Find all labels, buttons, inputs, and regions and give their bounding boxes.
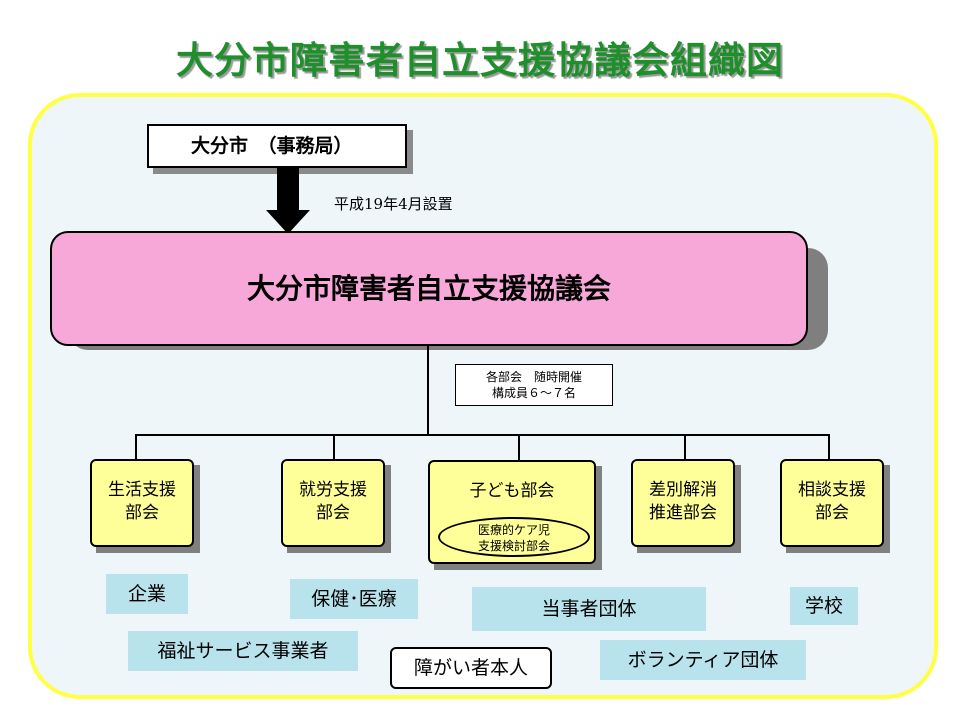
subgroup-line2: 支援検討部会 — [477, 539, 550, 553]
participant-welfare-service-providers: 福祉サービス事業者 — [128, 631, 358, 671]
connector-4 — [684, 434, 686, 460]
connector-5 — [828, 434, 830, 460]
participant-volunteer-groups: ボランティア団体 — [600, 640, 806, 680]
subcommittee-label: 生活支援部会 — [108, 480, 176, 523]
subcommittee-bus-line — [135, 434, 829, 436]
council-box: 大分市障害者自立支援協議会 — [50, 231, 808, 346]
subcommittee-discrimination-elimination: 差別解消推進部会 — [631, 459, 735, 547]
connector-1 — [135, 434, 137, 460]
connector-3 — [518, 434, 520, 460]
down-arrow-icon — [266, 210, 310, 234]
participant-self-advocacy-groups: 当事者団体 — [472, 587, 706, 631]
subcommittee-label: 子ども部会 — [469, 481, 555, 501]
medical-care-children-subgroup: 医療的ケア児 支援検討部会 — [438, 517, 590, 557]
connector-2 — [333, 434, 335, 460]
subcommittee-children: 子ども部会 医療的ケア児 支援検討部会 — [428, 460, 596, 564]
subcommittee-living-support: 生活支援部会 — [90, 459, 194, 547]
subgroup-line1: 医療的ケア児 — [477, 523, 550, 537]
subcommittee-label: 就労支援部会 — [299, 480, 367, 523]
participant-companies: 企業 — [106, 574, 188, 614]
secretariat-box: 大分市 （事務局） — [147, 124, 407, 168]
diagram-title: 大分市障害者自立支援協議会組織図 — [176, 39, 784, 82]
participant-health-medical: 保健･医療 — [290, 579, 418, 619]
council-connector — [427, 346, 429, 436]
participant-persons-with-disabilities: 障がい者本人 — [390, 647, 552, 689]
meeting-note-line1: 各部会 随時開催 — [485, 370, 582, 384]
down-arrow-shaft — [277, 168, 299, 212]
subcommittee-employment-support: 就労支援部会 — [281, 459, 385, 547]
participant-schools: 学校 — [790, 587, 858, 625]
meeting-note-box: 各部会 随時開催 構成員６～７名 — [455, 364, 613, 406]
subcommittee-label: 差別解消推進部会 — [649, 480, 717, 523]
established-note: 平成19年4月設置 — [334, 195, 453, 213]
meeting-note-line2: 構成員６～７名 — [491, 386, 576, 400]
subcommittee-label: 相談支援部会 — [798, 480, 866, 523]
subcommittee-consultation-support: 相談支援部会 — [780, 459, 884, 547]
